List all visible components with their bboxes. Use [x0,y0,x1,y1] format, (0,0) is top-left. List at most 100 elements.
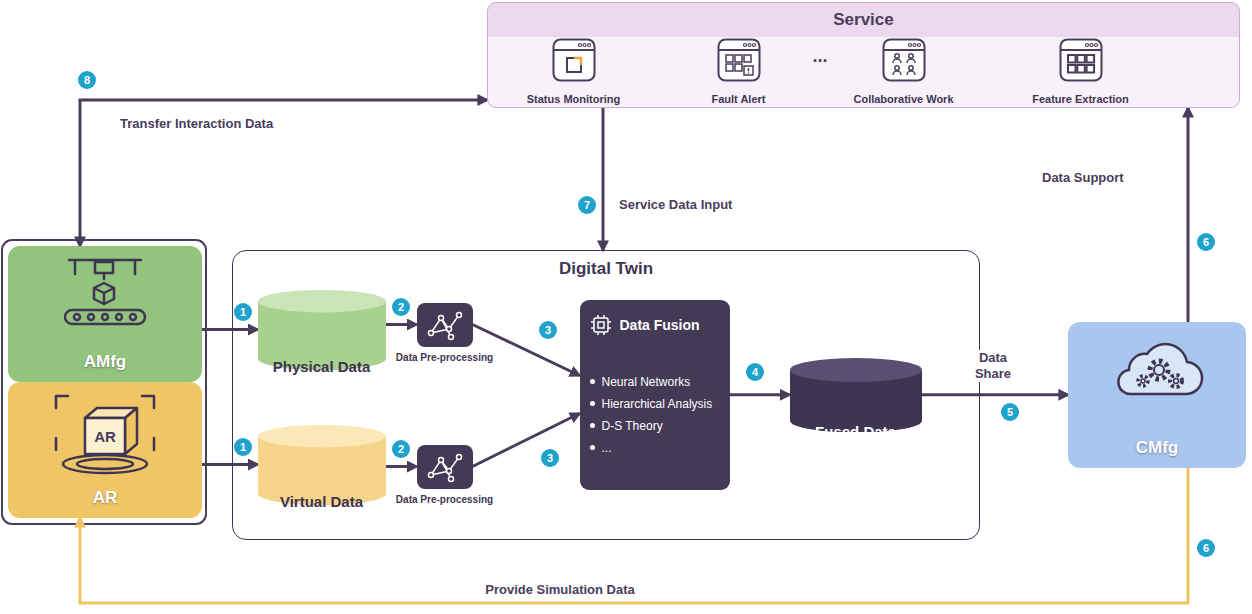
network-icon [448,334,453,339]
ar-illustration [56,396,154,473]
ar-illustration [85,418,125,454]
collaboration-icon [882,38,926,82]
amfg-block: AMfg [8,246,202,382]
data-store: Virtual Data [258,425,386,505]
feature-icon [1086,65,1094,73]
edge-label: Transfer Interaction Data [118,116,275,132]
ar-block-label: AR [14,488,196,508]
chip-icon [590,314,612,336]
status-icon [587,43,590,46]
printer-illustration [65,310,145,324]
connector-layer [80,100,1188,603]
cloud-illustration [1118,344,1202,394]
callout-number: 4 [746,363,764,381]
flow-arrow [473,414,580,467]
cloud-illustration [1107,334,1207,404]
service-card-label: Collaborative Work [843,93,965,106]
collaboration-icon [908,43,911,46]
service-card: Collaborative Work [843,38,965,106]
fault-icon [735,64,742,71]
flow-arrow [202,463,258,466]
fault-icon [718,49,759,51]
fault-icon [747,68,749,73]
feature-icon [1068,55,1094,73]
cylinder-shape [258,425,386,447]
cloud-illustration [1138,361,1182,387]
network-icon [431,457,459,479]
service-panel: Status Monitoring Fault Alert Collaborat… [487,2,1240,108]
amfg-block-label: AMfg [14,352,196,372]
process-box-label: Data Pre-processing [396,352,493,364]
feature-icon [1085,43,1088,46]
callout-number: 5 [1001,403,1019,421]
digital-twin-frame-label: Digital Twin [233,259,979,279]
collaboration-icon [893,71,901,75]
printer-illustration [88,314,94,320]
callout-number: 2 [392,440,410,458]
ellipsis-mark: ... [812,46,827,67]
data-store-label: Virtual Data [264,493,380,511]
status-icon [574,58,581,65]
collaboration-icon [913,43,916,46]
edge-label: Service Data Input [617,197,734,213]
printer-illustration [94,283,114,304]
collaboration-icon [907,71,915,75]
bullet-dot [590,401,595,406]
method-name: Hierarchical Analysis [602,396,720,412]
edge-label: Data Share [965,350,1021,382]
feature-icon [1060,49,1101,51]
ar-illustration [63,455,147,473]
service-card-label: Status Monitoring [518,93,630,106]
flow-arrow [602,108,605,250]
process-box: Data Pre-processing [417,445,473,489]
flow-arrow [1187,108,1190,322]
printer-illustration [55,252,155,332]
method-list: Neural NetworksHierarchical AnalysisD-S … [590,371,720,459]
feature-icon [1090,43,1093,46]
network-icon [438,457,443,462]
callout-number: 1 [234,303,252,321]
ar-illustration [125,408,137,454]
chip-icon [594,318,608,332]
feature-icon [1068,55,1076,63]
feature-icon [1059,38,1103,82]
cmfg-block-label: CMfg [1074,438,1240,458]
flow-arrow [386,323,417,326]
chip-icon [591,315,611,335]
collaboration-icon [893,59,901,63]
cloud-illustration [1174,379,1179,384]
flow-arrow [386,465,417,468]
feature-icon [1077,65,1085,73]
system-outline [2,240,206,524]
bullet-dot [590,423,595,428]
network-icon [456,454,461,459]
fault-icon [744,66,753,75]
status-icon [578,43,581,46]
printer-illustration [74,314,80,320]
flow-arrow [202,328,258,331]
fault-icon [752,43,755,46]
fault-icon [744,55,751,62]
service-card: Feature Extraction [1022,38,1140,106]
feature-icon [1094,43,1097,46]
method-item: ... [590,437,720,459]
callout-number: 1 [234,438,252,456]
collaboration-icon [907,59,915,63]
collaboration-icon [908,43,920,46]
process-box-label: Data Pre-processing [396,494,493,506]
fusion-box: Data FusionNeural NetworksHierarchical A… [580,300,730,490]
cloud-illustration [1150,361,1168,379]
printer-illustration [130,314,136,320]
data-store-label: Physical Data [264,358,380,376]
fusion-heading: Data Fusion [590,313,720,337]
method-name: Neural Networks [602,374,720,390]
network-icon [417,445,473,489]
callout-number: 7 [578,196,596,214]
collaboration-icon [893,53,915,74]
cloud-illustration [1141,379,1145,383]
process-box: Data Pre-processing [417,303,473,347]
data-store-label: Fused Data [796,423,916,441]
collaboration-icon [908,65,912,69]
callout-number: 3 [541,449,559,467]
